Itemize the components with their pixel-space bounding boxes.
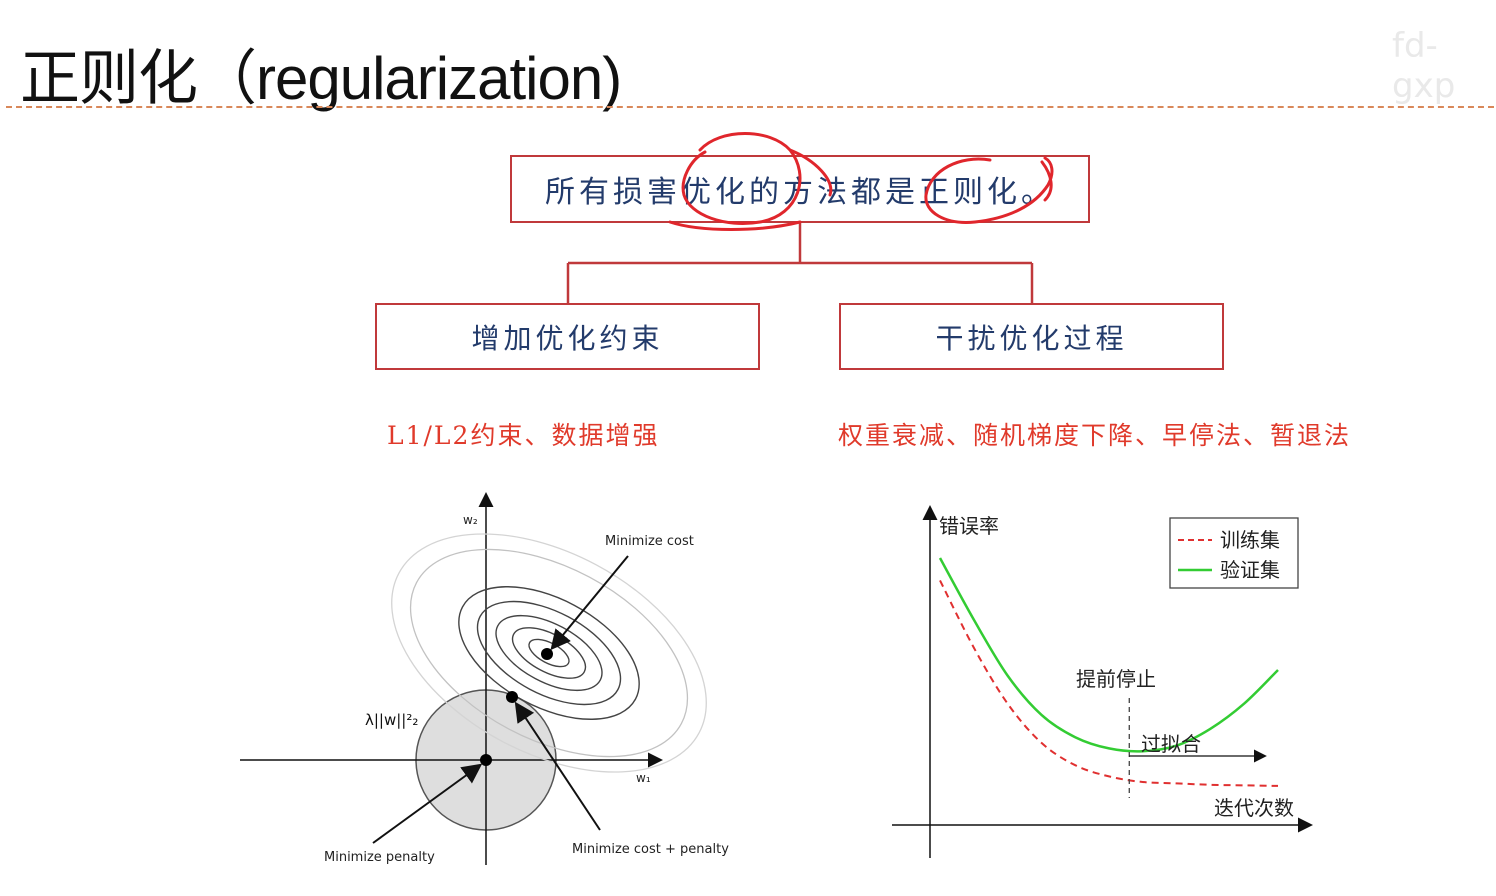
cost-contour xyxy=(458,586,640,720)
axis-x-label: w₁ xyxy=(636,771,651,785)
left-branch-box: 增加优化约束 xyxy=(375,303,760,370)
combined-minimum-point xyxy=(506,691,518,703)
annotation-circle-youhua xyxy=(668,132,833,231)
annotation-early-stop: 提前停止 xyxy=(1076,667,1156,691)
cost-contour xyxy=(495,614,603,692)
right-branch-box: 干扰优化过程 xyxy=(839,303,1224,370)
cost-minimum-point xyxy=(541,648,553,660)
pointer-minimize-penalty xyxy=(372,763,483,844)
left-branch-examples: L1/L2约束、数据增强 xyxy=(387,421,660,450)
annotation-circle-zhengze xyxy=(924,156,1054,224)
axis-y-label: w₂ xyxy=(463,513,478,527)
pointer-minimize-cost xyxy=(550,555,629,651)
penalty-minimum-point xyxy=(480,754,492,766)
legend-train-label: 训练集 xyxy=(1220,528,1280,552)
series-train-line xyxy=(939,579,1279,787)
label-minimize-cost: Minimize cost xyxy=(605,534,694,549)
title-divider xyxy=(6,106,1494,108)
annotation-overfit: 过拟合 xyxy=(1141,732,1201,756)
watermark: fd-gxp xyxy=(1392,26,1456,106)
slide-title: 正则化（regularization) xyxy=(20,45,622,112)
chart-x-label: 迭代次数 xyxy=(1214,796,1294,820)
cost-contour xyxy=(409,548,689,758)
cost-contour xyxy=(391,533,707,773)
label-minimize-cost-penalty: Minimize cost + penalty xyxy=(572,842,729,857)
right-branch-examples: 权重衰减、随机梯度下降、早停法、暂退法 xyxy=(838,421,1352,450)
label-minimize-penalty: Minimize penalty xyxy=(324,850,435,865)
label-penalty-term: λ||w||²₂ xyxy=(365,711,418,729)
series-val-line xyxy=(938,557,1279,753)
chart-y-label: 错误率 xyxy=(939,514,999,538)
chart-legend xyxy=(1169,517,1299,589)
cost-contour xyxy=(476,600,622,706)
pointer-minimize-cost-penalty xyxy=(514,701,601,831)
legend-val-label: 验证集 xyxy=(1220,558,1280,582)
